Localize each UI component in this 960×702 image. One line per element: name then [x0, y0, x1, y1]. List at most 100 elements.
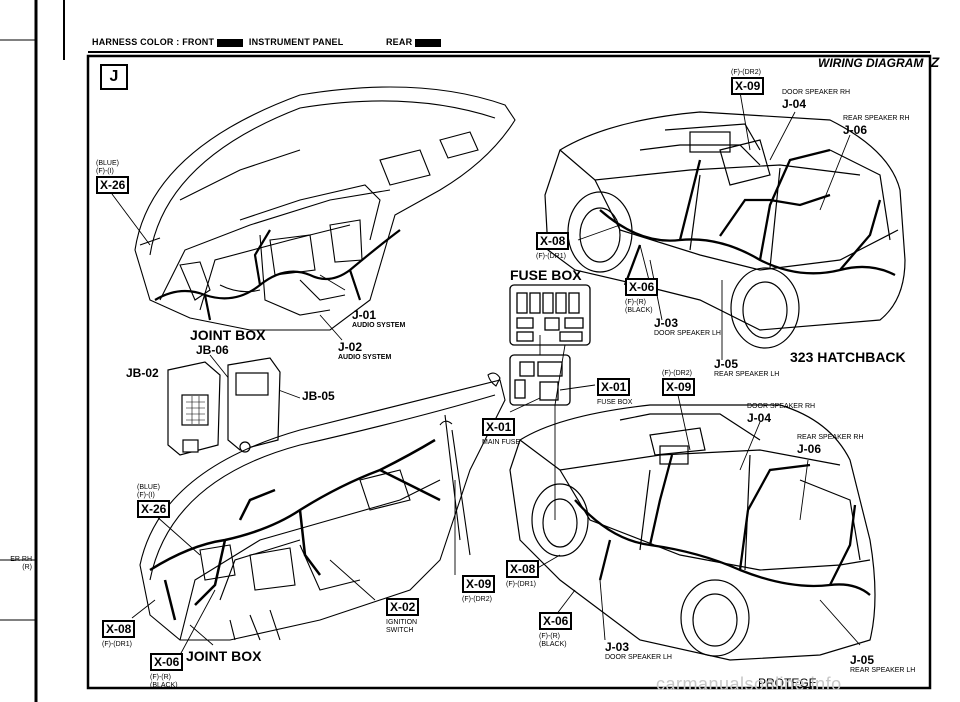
connector-code: X-01: [597, 378, 631, 396]
callout-sub: (F)-(DR2): [731, 69, 761, 76]
jb06-label: JB-06: [196, 343, 229, 357]
connector-code: X-09: [462, 575, 496, 593]
callout-x01-fusebox: X-01 FUSE BOX: [597, 378, 632, 407]
j01-label: J-01 AUDIO SYSTEM: [352, 308, 405, 330]
jb05-label: JB-05: [302, 389, 335, 403]
front-color-swatch: [217, 38, 244, 47]
wiring-diagram-title: WIRING DIAGRAM: [818, 56, 924, 70]
hatchback-model-label: 323 HATCHBACK: [790, 349, 906, 365]
j05-bot-code: J-05: [850, 653, 875, 667]
connector-code: X-09: [731, 77, 765, 95]
callout-line: IGNITION: [386, 619, 418, 626]
callout-line: (BLACK): [625, 307, 653, 314]
callout-sub: (F)-(DR1): [506, 581, 536, 588]
j05-bot-sub: REAR SPEAKER LH: [850, 667, 916, 674]
harness-color-front: HARNESS COLOR : FRONT: [92, 37, 215, 47]
harness-color-rear: REAR: [385, 37, 413, 47]
joint-box-label: JOINT BOX: [190, 327, 266, 343]
j01-code: J-01: [352, 308, 377, 322]
connector-code: X-08: [536, 232, 570, 250]
connector-code: X-01: [482, 418, 516, 436]
left-margin-text-1: ER RH: [10, 556, 32, 563]
connector-code: X-06: [150, 653, 184, 671]
callout-x26-mid: (BLUE) (F)-(I) X-26: [137, 484, 171, 518]
j05-top-label: J-05 REAR SPEAKER LH: [714, 357, 779, 379]
j02-code: J-02: [338, 340, 363, 354]
watermark: carmanualsonline.info: [656, 674, 842, 694]
j06-top-head: REAR SPEAKER RH: [843, 115, 910, 122]
j04-top-code: J-04: [782, 97, 807, 111]
callout-x08-left: X-08 (F)-(DR1): [102, 620, 136, 649]
callout-sub: (F)-(DR2): [462, 596, 492, 603]
callout-x09-top: (F)-(DR2) X-09: [731, 69, 765, 95]
connector-code: X-08: [506, 560, 540, 578]
left-margin-text-2: (R): [22, 564, 32, 571]
callout-sub: (F)-(DR2): [662, 370, 692, 377]
rear-color-swatch: [415, 38, 442, 47]
connector-code: X-06: [625, 278, 659, 296]
j04-top-head: DOOR SPEAKER RH: [782, 89, 851, 96]
callout-sub: FUSE BOX: [597, 399, 633, 406]
j03-top-label: J-03 DOOR SPEAKER LH: [654, 316, 721, 338]
j02-sub: AUDIO SYSTEM: [338, 354, 392, 361]
callout-x06-left: X-06 (F)-(R) (BLACK): [150, 653, 184, 690]
j06-top-label: REAR SPEAKER RH J-06: [843, 115, 910, 137]
j06-top-code: J-06: [843, 123, 868, 137]
j04-bot-label: DOOR SPEAKER RH J-04: [747, 403, 815, 425]
j06-bot-head: REAR SPEAKER RH: [797, 434, 864, 441]
connector-code: X-09: [662, 378, 696, 396]
callout-x01-main: X-01 MAIN FUSE: [482, 418, 520, 447]
callout-line: (F)-(R): [150, 674, 171, 681]
connector-code: X-06: [539, 612, 573, 630]
callout-x08-top: X-08 (F)-(DR1): [536, 232, 570, 261]
j04-top-label: DOOR SPEAKER RH J-04: [782, 89, 850, 111]
harness-color-instrument-panel: INSTRUMENT PANEL: [248, 37, 344, 47]
protege-model-label: PROTEGE: [758, 676, 817, 690]
connector-code: X-02: [386, 598, 420, 616]
j01-sub: AUDIO SYSTEM: [352, 322, 406, 329]
joint-box-bottom-label: JOINT BOX: [186, 648, 262, 664]
callout-line: (F)-(I): [137, 492, 155, 499]
callout-x06-top: X-06 (F)-(R) (BLACK): [625, 278, 659, 315]
page-tag: J: [100, 64, 128, 90]
callout-line: (F)-(R): [539, 633, 560, 640]
callout-line: (BLUE): [96, 160, 119, 167]
j03-bot-code: J-03: [605, 640, 630, 654]
j06-bot-code: J-06: [797, 442, 822, 456]
callout-x08-bot: X-08 (F)-(DR1): [506, 560, 540, 589]
callout-line: (F)-(R): [625, 299, 646, 306]
left-margin-label: ER RH (R): [2, 556, 32, 572]
connector-code: X-26: [137, 500, 171, 518]
j05-top-sub: REAR SPEAKER LH: [714, 371, 780, 378]
callout-line: (BLACK): [539, 641, 567, 648]
callout-sub: (F)-(DR1): [102, 641, 132, 648]
j04-bot-code: J-04: [747, 411, 772, 425]
j06-bot-label: REAR SPEAKER RH J-06: [797, 434, 864, 456]
harness-color-legend: HARNESS COLOR : FRONT INSTRUMENT PANEL R…: [92, 37, 444, 47]
fuse-box-title: FUSE BOX: [510, 267, 582, 283]
j05-bot-label: J-05 REAR SPEAKER LH: [850, 653, 915, 675]
callout-x09-mid: (F)-(DR2) X-09: [662, 370, 696, 396]
callout-line: (BLUE): [137, 484, 160, 491]
callout-line: (F)-(I): [96, 168, 114, 175]
j03-top-sub: DOOR SPEAKER LH: [654, 330, 721, 337]
j03-top-code: J-03: [654, 316, 679, 330]
callout-sub: (F)-(DR1): [536, 253, 566, 260]
callout-sub: MAIN FUSE: [482, 439, 521, 446]
j02-label: J-02 AUDIO SYSTEM: [338, 340, 391, 362]
connector-code: X-08: [102, 620, 136, 638]
page-title: WIRING DIAGRAM Z: [818, 54, 939, 70]
j04-bot-head: DOOR SPEAKER RH: [747, 403, 816, 410]
j03-bot-sub: DOOR SPEAKER LH: [605, 654, 672, 661]
j03-bot-label: J-03 DOOR SPEAKER LH: [605, 640, 672, 662]
j05-top-code: J-05: [714, 357, 739, 371]
callout-x06-bot: X-06 (F)-(R) (BLACK): [539, 612, 573, 649]
callout-line: (BLACK): [150, 682, 178, 689]
callout-x02: X-02 IGNITION SWITCH: [386, 598, 420, 635]
callout-x09-center: X-09 (F)-(DR2): [462, 575, 496, 604]
section-letter: Z: [930, 54, 940, 70]
connector-code: X-26: [96, 176, 130, 194]
callout-line: SWITCH: [386, 627, 414, 634]
callout-x26-top: (BLUE) (F)-(I) X-26: [96, 160, 130, 194]
